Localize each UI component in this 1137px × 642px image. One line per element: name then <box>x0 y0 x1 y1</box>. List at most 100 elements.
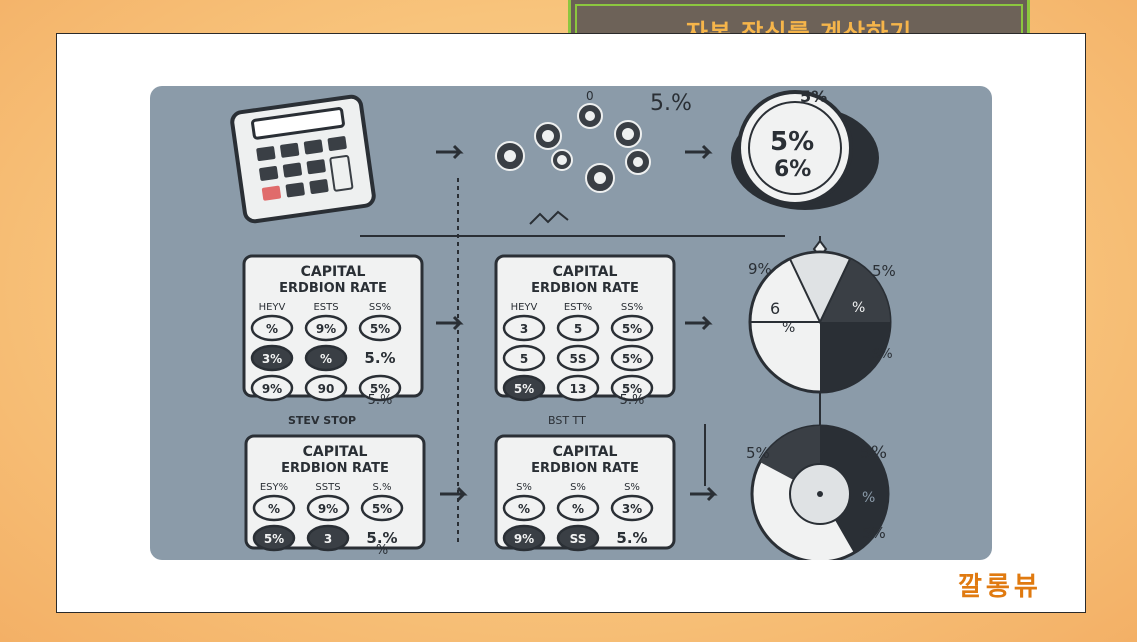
panel-title-1: CAPITAL <box>303 444 368 460</box>
rate-chip <box>304 374 348 402</box>
coin-top-label: 5% <box>800 87 827 106</box>
pie1-inner-1: 6 <box>770 299 780 318</box>
panel-title-1: CAPITAL <box>553 444 618 460</box>
panel-header: ESY% <box>260 482 288 493</box>
rate-value: 3% <box>622 502 642 516</box>
rate-chip <box>610 314 654 342</box>
rate-chip <box>502 524 546 552</box>
rate-chip <box>306 524 350 552</box>
rate-chip <box>556 374 600 402</box>
rate-value: SS <box>570 532 587 546</box>
rate-value: % <box>268 502 280 516</box>
rate-value: 5.% <box>616 529 647 547</box>
rate-chip <box>502 374 546 402</box>
calculator-icon <box>230 94 376 224</box>
rate-value: 5 <box>574 322 582 336</box>
rate-chip <box>252 524 296 552</box>
rate-value: 5% <box>264 532 284 546</box>
gear-percent-label: 5.% <box>650 91 692 116</box>
rate-chip <box>360 494 404 522</box>
panel-title-2: ERDBION RATE <box>531 281 639 296</box>
rate-value: 5% <box>370 382 390 396</box>
watermark: 깔롱뷰 <box>958 572 1042 602</box>
rate-chip <box>250 344 294 372</box>
rate-value: 3% <box>262 352 282 366</box>
rate-value: 5.% <box>366 529 397 547</box>
rate-chip <box>610 374 654 402</box>
rate-value: 9% <box>262 382 282 396</box>
rate-value: 5% <box>372 502 392 516</box>
panel-header: EST% <box>564 302 592 313</box>
rate-extra: % <box>376 543 388 558</box>
capital-erosion-illustration: 0 5.% 5% 5% 6% 9% 5% S% % 6 % 5% 5% 5% %… <box>150 86 992 560</box>
rate-value: 5% <box>370 322 390 336</box>
flow-arrows <box>436 144 718 502</box>
panel-title-1: CAPITAL <box>301 264 366 280</box>
coin-value-2: 6% <box>774 157 811 182</box>
rate-value: % <box>266 322 278 336</box>
panel-header: S.% <box>372 482 391 493</box>
rate-value: 5% <box>622 322 642 336</box>
rate-chip <box>502 494 546 522</box>
panel-header: SSTS <box>315 482 340 493</box>
rate-value: 3 <box>324 532 332 546</box>
rate-value: 9% <box>318 502 338 516</box>
rate-value: 5S <box>570 352 587 366</box>
step-label-left: STEV STOP <box>288 414 356 427</box>
pie1-label-tr: 5% <box>872 262 896 280</box>
rate-extra: 5.% <box>368 393 393 408</box>
rate-value: % <box>518 502 530 516</box>
pie1-slice-text: % <box>852 300 865 316</box>
gears-icon <box>495 103 651 193</box>
coin-value-1: 5% <box>770 127 814 157</box>
panel-header: ESTS <box>313 302 338 313</box>
panel-header: HEYV <box>259 302 286 313</box>
gear-zero-label: 0 <box>586 89 594 103</box>
panel-title-2: ERDBION RATE <box>279 281 387 296</box>
rate-chip <box>556 494 600 522</box>
coin-icon <box>731 90 879 210</box>
rate-chip <box>502 344 546 372</box>
pie2-label-br: 5% <box>862 524 886 542</box>
rate-value: 5% <box>622 382 642 396</box>
rate-value: 13 <box>570 382 587 396</box>
rate-chip <box>250 374 294 402</box>
pie-chart-1 <box>748 250 892 394</box>
pie2-label-tl: 5% <box>746 444 770 462</box>
rate-value: 3 <box>520 322 528 336</box>
pie1-label-br: S% <box>872 347 893 362</box>
rate-chip <box>556 524 600 552</box>
rate-value: 90 <box>318 382 335 396</box>
rate-chip <box>610 344 654 372</box>
rate-value: % <box>320 352 332 366</box>
step-label-right: BST TT <box>548 414 586 427</box>
panel-header: S% <box>570 482 586 493</box>
panel-title-1: CAPITAL <box>553 264 618 280</box>
rate-chip <box>610 494 654 522</box>
pie2-slice-text: % <box>862 490 875 506</box>
panel-title-2: ERDBION RATE <box>531 461 639 476</box>
rate-extra: 5.% <box>620 393 645 408</box>
rate-value: % <box>572 502 584 516</box>
rate-chip <box>304 314 348 342</box>
rate-value: 5% <box>514 382 534 396</box>
panel-header: SS% <box>621 302 643 313</box>
rate-value: 5.% <box>364 349 395 367</box>
rate-chip <box>304 344 348 372</box>
rate-chip <box>358 314 402 342</box>
panel-header: S% <box>624 482 640 493</box>
rate-chip <box>502 314 546 342</box>
rate-chip <box>556 314 600 342</box>
panel-title-2: ERDBION RATE <box>281 461 389 476</box>
pie2-label-tr: 5% <box>860 443 887 463</box>
panel-header: S% <box>516 482 532 493</box>
panel-header: SS% <box>369 302 391 313</box>
pie1-label-tl: 9% <box>748 260 772 278</box>
rate-value: 5 <box>520 352 528 366</box>
panel-header: HEYV <box>511 302 538 313</box>
rate-chip <box>556 344 600 372</box>
